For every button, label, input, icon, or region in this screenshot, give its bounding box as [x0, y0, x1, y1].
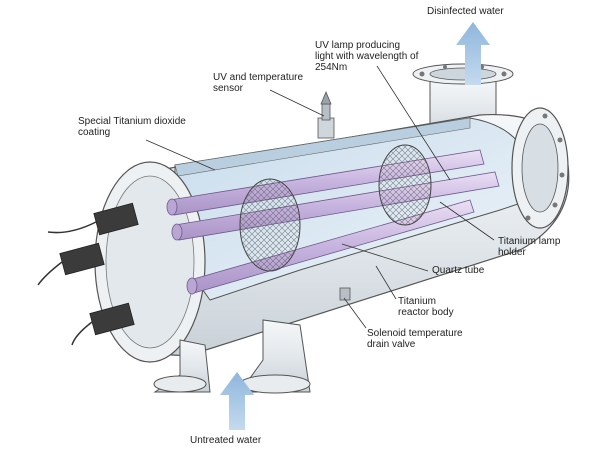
label-titanium-dioxide-coating: Special Titanium dioxide coating — [78, 116, 186, 138]
connector-middle — [37, 242, 105, 286]
label-disinfected-water: Disinfected water — [427, 6, 504, 17]
label-untreated-water: Untreated water — [190, 435, 262, 446]
label-titanium-reactor-body: Titanium reactor body — [398, 296, 454, 318]
support-legs — [153, 319, 311, 394]
outlet-arrow — [456, 22, 490, 85]
uv-temperature-sensor — [317, 90, 335, 139]
label-quartz-tube: Quartz tube — [432, 265, 485, 276]
label-uv-lamp: UV lamp producing light with wavelength … — [315, 40, 419, 73]
lamp-connectors — [37, 202, 139, 346]
label-drain-valve: Solenoid temperature drain valve — [367, 328, 463, 350]
connector-bottom — [71, 302, 135, 346]
leader-lines — [145, 65, 495, 329]
lamp-holders — [239, 144, 432, 272]
inlet-arrow — [220, 372, 254, 430]
drain-valve — [339, 287, 351, 301]
label-titanium-lamp-holder: Titanium lamp holder — [498, 236, 561, 258]
connector-top — [47, 202, 139, 236]
reactor-body — [94, 107, 570, 363]
label-uv-temperature-sensor: UV and temperature sensor — [213, 72, 304, 94]
